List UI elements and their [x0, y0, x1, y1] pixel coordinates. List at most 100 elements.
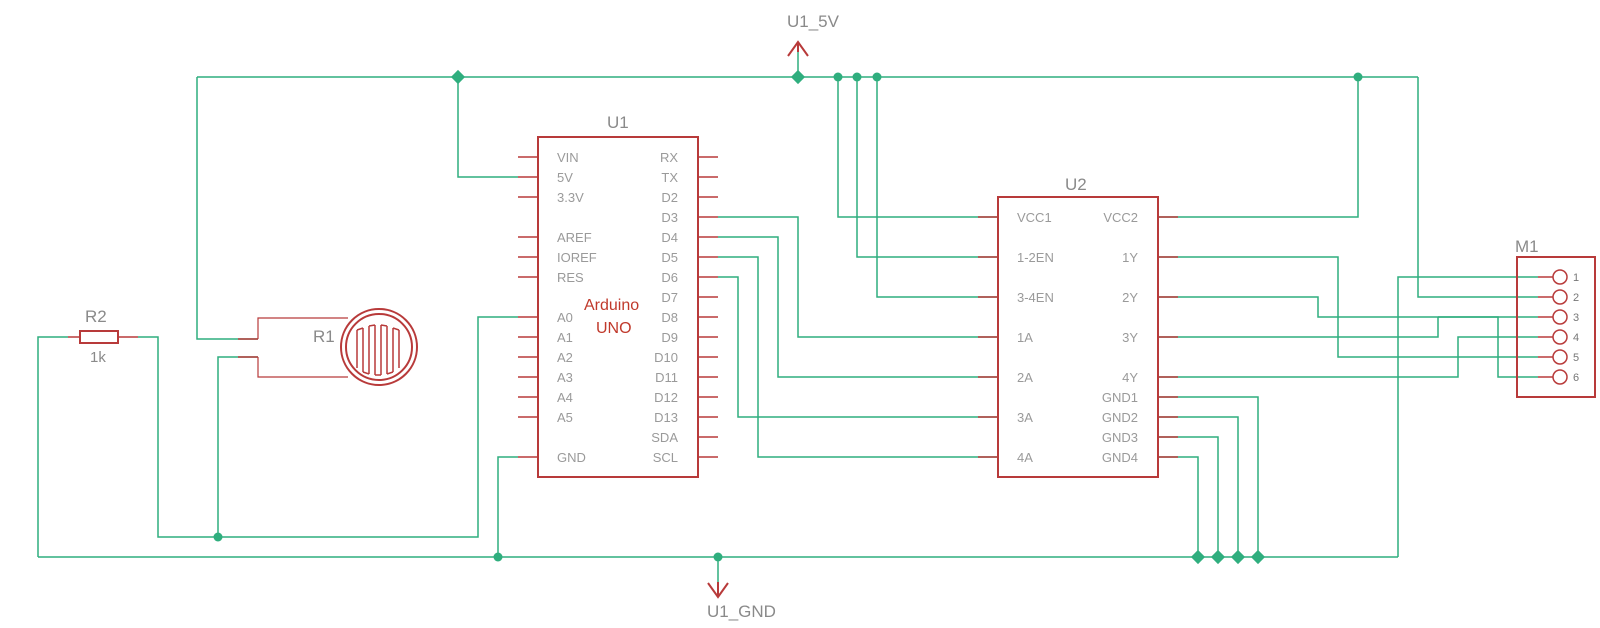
r2-resistor[interactable]: R2 1k [68, 307, 138, 366]
m1-body [1516, 256, 1596, 398]
junction-dot [450, 69, 466, 85]
junction-dot [790, 69, 806, 85]
u1-pin-label-d12: D12 [654, 390, 678, 405]
wire-2y [1158, 296, 1538, 318]
u1-pin-label-vin: VIN [557, 150, 579, 165]
u1-pin-label-a0: A0 [557, 310, 573, 325]
u1-pin-label-a5: A5 [557, 410, 573, 425]
wire-d6-4a [718, 276, 998, 418]
wire-vcc-to-m1-2 [1417, 77, 1538, 298]
vcc-label: U1_5V [787, 12, 840, 31]
wire-r2-to-node [138, 316, 518, 538]
m1-ref: M1 [1515, 237, 1539, 256]
r1-photoresistor[interactable]: R1 [238, 308, 418, 386]
wire-gnd3 [1158, 436, 1219, 557]
u2-pin-label-vcc1: VCC1 [1017, 210, 1052, 225]
u1-arduino-uno[interactable]: U1 Arduino UNO VIN5V3.3VAREFIOREFRESA0A1… [518, 113, 718, 478]
m1-pin-5-socket [1552, 349, 1568, 365]
wire-d4-2a [718, 236, 998, 378]
wire-d3-1a [718, 216, 998, 338]
m1-pin-5-label: 5 [1573, 352, 1579, 364]
wire-gnd-u1 [497, 456, 518, 557]
vcc-power-symbol: U1_5V [787, 12, 840, 57]
junction-dot [1230, 549, 1246, 565]
u1-pin-label-res: RES [557, 270, 584, 285]
gnd-power-symbol: U1_GND [707, 582, 776, 621]
u2-ref: U2 [1065, 175, 1087, 194]
m1-pin-1-label: 1 [1573, 272, 1579, 284]
u1-pin-label-d6: D6 [661, 270, 678, 285]
r2-body [79, 330, 119, 344]
u1-pin-label-d2: D2 [661, 190, 678, 205]
u1-pin-label-a3: A3 [557, 370, 573, 385]
u1-pin-label-a2: A2 [557, 350, 573, 365]
wire-4y [1158, 336, 1538, 378]
wires [37, 50, 1538, 585]
wire-vcc2 [1158, 77, 1359, 218]
u1-body [537, 136, 699, 478]
u2-pin-label-3y: 3Y [1122, 330, 1138, 345]
u1-name-line1: Arduino [584, 297, 639, 314]
wire-vcc-to-u1-5v [457, 77, 518, 178]
u1-ref: U1 [607, 113, 629, 132]
wire-gnd2 [1158, 416, 1239, 557]
u2-pin-label-4y: 4Y [1122, 370, 1138, 385]
r1-serpentine-icon [356, 324, 400, 376]
r2-value: 1k [90, 349, 106, 366]
m1-pin-3-socket [1552, 309, 1568, 325]
u1-pin-label-d5: D5 [661, 250, 678, 265]
r1-body-inner [345, 313, 413, 381]
m1-pin-4-label: 4 [1573, 332, 1579, 344]
junction-dot [493, 552, 503, 562]
u1-pin-label-sda: SDA [651, 430, 678, 445]
r1-body-outer [340, 308, 418, 386]
wire-gnd-to-m1-1 [1397, 276, 1538, 557]
u2-pin-label-gnd1: GND1 [1102, 390, 1138, 405]
u1-pin-label-d13: D13 [654, 410, 678, 425]
junction-dot [213, 532, 223, 542]
u1-pin-label-d9: D9 [661, 330, 678, 345]
u1-pin-label-d10: D10 [654, 350, 678, 365]
u1-pin-label-a4: A4 [557, 390, 573, 405]
wire-gnd-r2 [37, 336, 68, 557]
m1-pin-6-socket [1552, 369, 1568, 385]
r1-lead-bottom [257, 357, 348, 378]
m1-pin-4-socket [1552, 329, 1568, 345]
u1-pin-label-d7: D7 [661, 290, 678, 305]
junction-dot [1250, 549, 1266, 565]
junction-dot [713, 552, 723, 562]
junction-dot [1210, 549, 1226, 565]
junction-dot [872, 72, 882, 82]
u2-pin-label-1-2en: 1-2EN [1017, 250, 1054, 265]
wire-en12 [856, 77, 998, 258]
wire-gnd4 [1158, 456, 1199, 557]
gnd-label: U1_GND [707, 602, 776, 621]
r1-lead-top [257, 317, 348, 339]
m1-pin-1-socket [1552, 269, 1568, 285]
u2-pin-label-4a: 4A [1017, 450, 1033, 465]
u2-pin-label-2y: 2Y [1122, 290, 1138, 305]
junction-dot [1190, 549, 1206, 565]
junction-dot [852, 72, 862, 82]
wire-en34 [876, 77, 998, 298]
u1-pin-label-5v: 5V [557, 170, 573, 185]
u1-pin-label-d11: D11 [655, 370, 678, 385]
u1-pin-label-ioref: IOREF [557, 250, 597, 265]
m1-pin-2-socket [1552, 289, 1568, 305]
u2-pin-label-gnd3: GND3 [1102, 430, 1138, 445]
junctions [213, 69, 1363, 565]
wire-3y-m1 [1438, 316, 1538, 378]
u2-pin-label-3-4en: 3-4EN [1017, 290, 1054, 305]
u2-pin-label-gnd4: GND4 [1102, 450, 1138, 465]
u2-pin-label-1y: 1Y [1122, 250, 1138, 265]
u1-pin-label-a1: A1 [557, 330, 573, 345]
u1-pin-label-rx: RX [660, 150, 678, 165]
wire-d5-3a [718, 256, 998, 458]
